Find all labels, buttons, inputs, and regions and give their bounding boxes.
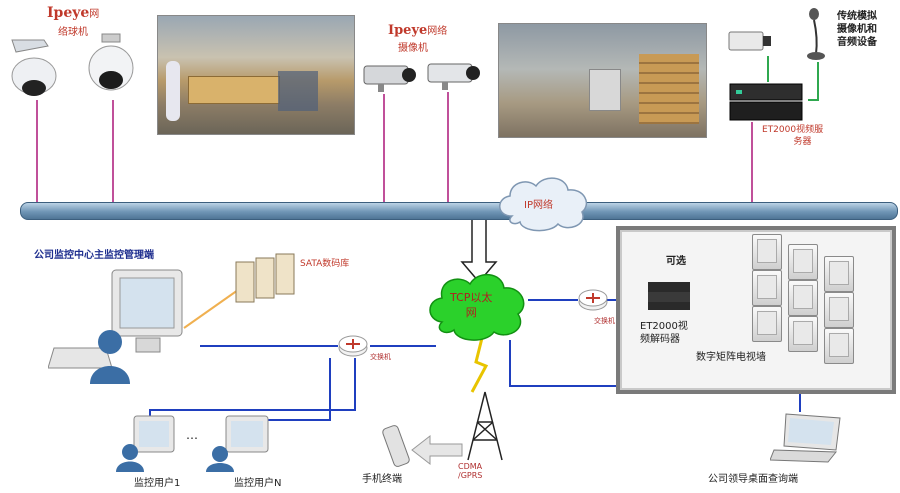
userN-label: 监控用户N	[234, 478, 282, 489]
main-center-label: 公司监控中心主监控管理端	[34, 250, 154, 261]
dome-camera-icon	[4, 32, 64, 100]
analog-title-line1: 传统模拟	[837, 11, 877, 22]
analog-title-line2: 摄像机和	[837, 24, 877, 35]
laptop-icon	[769, 412, 844, 464]
tv-screen	[752, 270, 782, 306]
tv-screen	[824, 256, 854, 292]
optional-label: 可选	[666, 256, 686, 267]
cdma-line2: /GPRS	[458, 471, 483, 480]
dome-camera-label: 络球机	[58, 27, 88, 38]
et2000-server-line2: 务器	[793, 137, 812, 147]
tv-screen	[788, 244, 818, 280]
et2000-server-line1: ET2000视频服	[762, 125, 824, 135]
monitor-icon	[108, 268, 188, 360]
mobile-label: 手机终端	[362, 474, 402, 485]
user-workstation-icon	[116, 414, 176, 472]
warehouse-photo	[498, 23, 707, 138]
bullet-brand-suffix: 网络	[427, 26, 448, 37]
mobile-phone-icon	[380, 424, 412, 468]
tv-screen	[788, 280, 818, 316]
video-server-icon	[728, 82, 806, 122]
sata-label: SATA数码库	[300, 259, 350, 269]
decoder-line1: ET2000视	[640, 321, 688, 332]
switch-icon	[338, 334, 368, 358]
bullet-camera-label: 摄像机	[398, 43, 428, 54]
user-ellipsis: …	[186, 428, 198, 442]
user-icon	[88, 328, 132, 384]
bullet-brand: Ipeye	[388, 23, 428, 38]
sata-server-icon	[234, 248, 300, 308]
decoder-line2: 频解码器	[640, 334, 680, 345]
tv-screen	[824, 328, 854, 364]
analog-title-line3: 音频设备	[837, 37, 877, 48]
leader-label: 公司领导桌面查询端	[708, 474, 798, 485]
tv-screen	[788, 316, 818, 352]
bullet-camera-icon	[424, 58, 482, 92]
tv-wall-label: 数字矩阵电视墙	[696, 352, 766, 363]
decoder-icon	[646, 280, 694, 312]
cell-tower-icon	[464, 390, 506, 462]
tv-screen	[752, 306, 782, 342]
ip-network-label: IP网络	[524, 200, 553, 211]
tcp-label-line1: TCP以太	[450, 291, 493, 304]
tv-screen	[752, 234, 782, 270]
ip-network-cloud	[492, 172, 598, 236]
dome-camera-icon	[86, 32, 136, 94]
cdma-line1: CDMA	[458, 462, 483, 471]
tcp-ethernet-cloud	[424, 268, 534, 344]
user1-label: 监控用户1	[134, 478, 181, 489]
network-bus	[20, 202, 898, 220]
microphone-icon	[804, 8, 828, 62]
bullet-camera-icon	[360, 60, 418, 94]
switch-center-label: 交换机	[370, 353, 391, 361]
analog-camera-icon	[727, 28, 773, 56]
dome-brand: Ipeye	[47, 5, 90, 21]
user-workstation-icon	[206, 414, 270, 472]
switch-icon	[578, 288, 608, 312]
tcp-label-line2: 网	[465, 306, 477, 319]
switch-right-label: 交换机	[594, 317, 615, 325]
factory-photo-left	[157, 15, 355, 135]
tv-screen	[824, 292, 854, 328]
dome-brand-suffix: 网	[89, 9, 100, 20]
